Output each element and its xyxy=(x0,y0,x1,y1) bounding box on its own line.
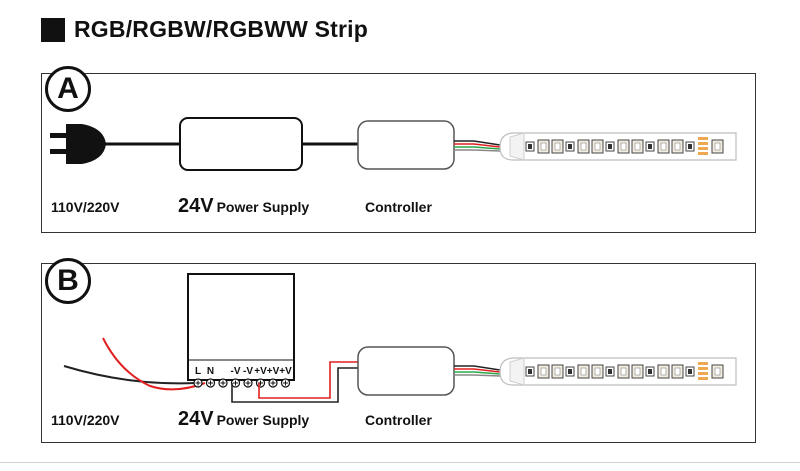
copper-pad xyxy=(698,152,708,155)
input-voltage-label-b: 110V/220V xyxy=(51,412,120,428)
copper-pad xyxy=(698,137,708,140)
copper-pad xyxy=(698,377,708,380)
psu-voltage-b: 24V xyxy=(178,408,214,430)
input-wire-red xyxy=(102,337,206,391)
page-title: RGB/RGBW/RGBWW Strip xyxy=(74,16,369,42)
controller-a-wires xyxy=(454,140,501,152)
controller-label-a: Controller xyxy=(365,199,432,215)
terminal-label: +V xyxy=(267,366,280,377)
terminal-label: N xyxy=(207,366,214,377)
copper-pad xyxy=(698,367,708,370)
title-marker xyxy=(41,18,65,42)
controller-b xyxy=(357,346,455,396)
diagram-a-drawing xyxy=(50,117,737,171)
terminal-label: L xyxy=(195,366,201,377)
psu-name-b: Power Supply xyxy=(216,412,310,428)
terminal-label: -V xyxy=(231,366,241,377)
terminal-label: +V xyxy=(279,366,292,377)
controller-a xyxy=(357,120,455,170)
controller-b-wires xyxy=(454,365,501,377)
terminal-block xyxy=(193,378,291,388)
terminal-label: -V xyxy=(243,366,253,377)
psu-voltage-a: 24V xyxy=(178,195,214,217)
bottom-divider xyxy=(0,462,800,463)
diagram-b-badge: B xyxy=(45,258,91,304)
copper-pad xyxy=(698,372,708,375)
copper-pad xyxy=(698,147,708,150)
output-wire-black xyxy=(231,367,358,403)
diagram-a-badge: A xyxy=(45,66,91,112)
psu-name-a: Power Supply xyxy=(216,199,310,215)
copper-pad xyxy=(698,142,708,145)
controller-label-b: Controller xyxy=(365,412,432,428)
power-supply-a xyxy=(179,117,303,171)
copper-pad xyxy=(698,362,708,365)
input-wire-black xyxy=(63,365,197,385)
terminal-label: +V xyxy=(254,366,267,377)
power-supply-b xyxy=(187,273,295,381)
output-wire-red xyxy=(258,361,358,399)
input-voltage-label-a: 110V/220V xyxy=(51,199,120,215)
diagram-b-drawing xyxy=(63,273,737,403)
plug-icon xyxy=(50,124,180,164)
